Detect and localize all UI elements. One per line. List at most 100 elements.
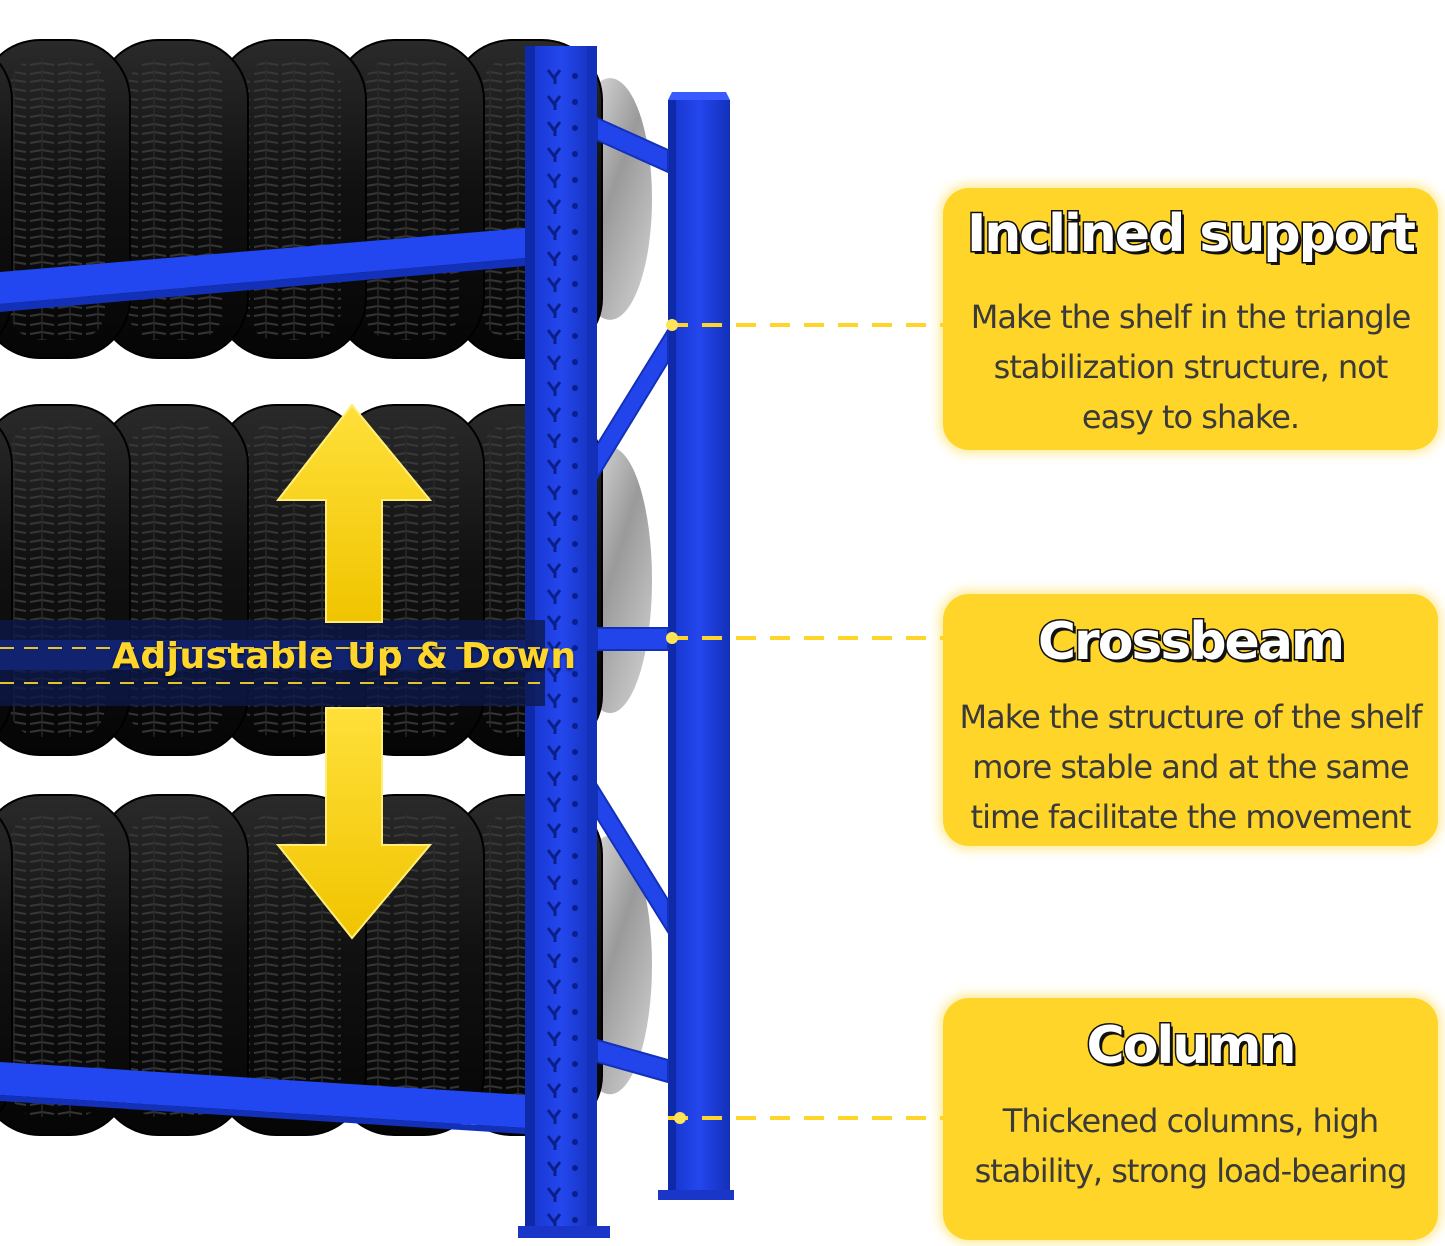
perforation: [546, 901, 562, 916]
rear-column: [658, 92, 734, 1200]
perforation: [546, 563, 562, 578]
perforation: [546, 459, 562, 474]
perforation: [546, 745, 562, 760]
perforation: [546, 1057, 562, 1072]
perforation-hole: [572, 1139, 578, 1145]
perforation-hole: [572, 1217, 578, 1223]
perforation-hole: [572, 879, 578, 885]
perforation-hole: [572, 619, 578, 625]
perforation: [546, 121, 562, 136]
perforation-hole: [572, 1165, 578, 1171]
perforation-hole: [572, 1113, 578, 1119]
perforation-hole: [572, 333, 578, 339]
perforation: [546, 1161, 562, 1176]
perforation: [546, 329, 562, 344]
perforation: [546, 381, 562, 396]
tire: [97, 794, 249, 1136]
perforation: [546, 355, 562, 370]
perforation-hole: [572, 775, 578, 781]
card-description: Make the structure of the shelf more sta…: [943, 692, 1438, 842]
perforation: [546, 199, 562, 214]
perforation: [546, 719, 562, 734]
perforation-hole: [572, 255, 578, 261]
side-braces: [596, 116, 669, 1084]
perforation: [546, 823, 562, 838]
card-desc-line: stability, strong load-bearing: [974, 1152, 1408, 1190]
perforation: [546, 797, 562, 812]
perforation-hole: [572, 827, 578, 833]
perforation: [546, 589, 562, 604]
perforation: [546, 1031, 562, 1046]
perforation-hole: [572, 125, 578, 131]
perforation: [546, 1005, 562, 1020]
perforation-hole: [572, 801, 578, 807]
perforation: [546, 927, 562, 942]
perforation: [546, 95, 562, 110]
crossbeam-card: Crossbeam Make the structure of the shel…: [943, 594, 1438, 846]
perforation-hole: [572, 749, 578, 755]
perforation: [546, 407, 562, 422]
perforation-hole: [572, 541, 578, 547]
perforation-hole: [572, 957, 578, 963]
perforation-hole: [572, 983, 578, 989]
perforation: [546, 849, 562, 864]
adjustable-label: Adjustable Up & Down: [112, 636, 577, 677]
perforation: [546, 771, 562, 786]
perforation-hole: [572, 567, 578, 573]
perforation: [546, 667, 562, 682]
perforation-hole: [572, 203, 578, 209]
perforation-hole: [572, 1087, 578, 1093]
tire: [0, 817, 13, 1113]
perforation: [546, 1187, 562, 1202]
perforation: [546, 979, 562, 994]
perforation-hole: [572, 411, 578, 417]
card-title: Column: [1085, 1016, 1298, 1076]
perforation-hole: [572, 645, 578, 651]
perforation: [546, 1083, 562, 1098]
perforation: [546, 147, 562, 162]
perforation-hole: [572, 853, 578, 859]
perforation-hole: [572, 515, 578, 521]
perforation: [546, 303, 562, 318]
perforation: [546, 277, 562, 292]
perforation-hole: [572, 593, 578, 599]
card-title: Inclined support: [965, 204, 1417, 264]
card-description: Thickened columns, high stability, stron…: [943, 1096, 1438, 1196]
tire: [0, 794, 131, 1136]
perforation: [546, 1135, 562, 1150]
perforation-hole: [572, 463, 578, 469]
card-desc-line: Thickened columns, high: [1002, 1102, 1379, 1140]
perforation-hole: [572, 931, 578, 937]
perforation-hole: [572, 229, 578, 235]
card-desc-line: Make the shelf in the triangle: [970, 298, 1412, 336]
perforation: [546, 615, 562, 630]
perforation-hole: [572, 281, 578, 287]
label-band: [0, 620, 545, 706]
perforation-hole: [572, 307, 578, 313]
perforation-hole: [572, 697, 578, 703]
tire: [0, 62, 13, 336]
perforation-hole: [572, 671, 578, 677]
perforation: [546, 69, 562, 84]
perforation-hole: [572, 385, 578, 391]
perforation: [546, 641, 562, 656]
perforation-hole: [572, 1009, 578, 1015]
perforation-hole: [572, 73, 578, 79]
perforation: [546, 1109, 562, 1124]
perforation-hole: [572, 905, 578, 911]
perforation-hole: [572, 489, 578, 495]
perforation: [546, 693, 562, 708]
card-desc-line: more stable and at the same: [972, 748, 1409, 786]
callout-dots: [666, 319, 686, 1124]
perforation-hole: [572, 151, 578, 157]
perforation-hole: [572, 437, 578, 443]
perforation: [546, 173, 562, 188]
card-desc-line: stabilization structure, not: [993, 348, 1389, 386]
perforation: [546, 251, 562, 266]
card-desc-line: time facilitate the movement: [970, 798, 1412, 836]
inclined-support-card: Inclined support Make the shelf in the t…: [943, 188, 1438, 450]
card-title: Crossbeam: [1036, 612, 1346, 672]
double-arrow-icon: [275, 403, 433, 940]
perforation: [546, 875, 562, 890]
